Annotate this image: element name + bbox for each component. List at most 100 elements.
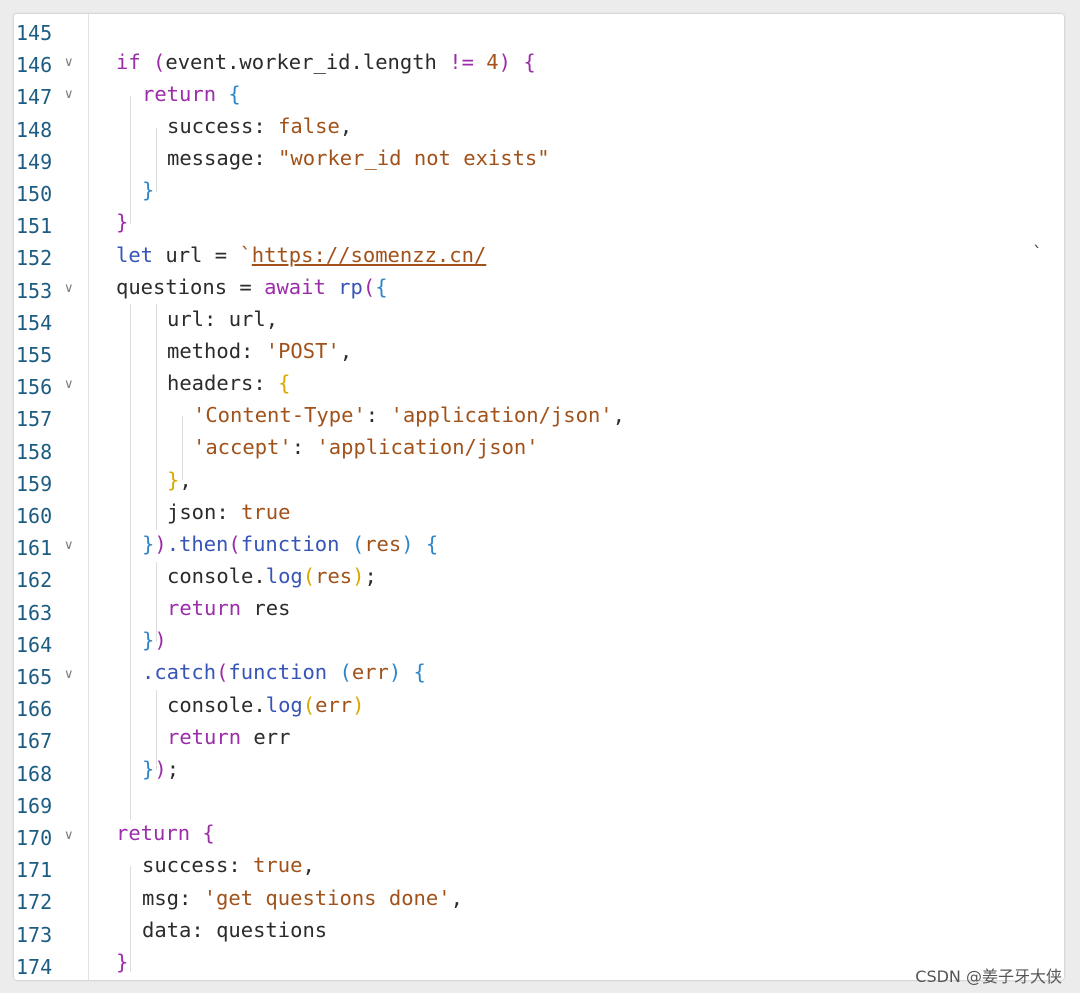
chevron-down-icon[interactable]: ∨ [64,667,74,682]
code-line-162[interactable]: console.log(res); [167,564,377,588]
code-line-158[interactable]: 'accept': 'application/json' [193,435,539,459]
line-number: 169 [16,793,53,818]
line-number: 174 [16,954,53,979]
semicolon: ; [364,564,377,588]
parameter: err [351,660,389,684]
code-line-161[interactable]: }).then(function (res) { [142,532,438,556]
code-line-149[interactable]: message: "worker_id not exists" [167,146,550,170]
line-number: 147 [16,85,53,110]
chevron-down-icon[interactable]: ∨ [64,828,74,843]
code-line-165[interactable]: .catch(function (err) { [142,660,426,684]
gutter-row: 166 [14,693,1064,725]
gutter-row: 168 [14,758,1064,790]
chevron-down-icon[interactable]: ∨ [64,87,74,103]
paren: ) [388,660,402,684]
keyword: await [264,275,326,299]
chevron-down-icon[interactable]: ∨ [64,538,74,554]
code-line-156[interactable]: headers: { [167,371,290,395]
string: 'POST' [265,339,340,363]
gutter-row: 173 [14,919,1064,951]
line-number: 151 [16,214,53,239]
gutter-row: 165∨ [14,661,1064,693]
function-name: rp [325,275,363,299]
code-line-170[interactable]: return { [116,821,215,845]
code-line-153[interactable]: questions = await rp({ [116,275,388,299]
paren: ( [302,693,316,717]
paren: ( [302,564,316,588]
code-line-150[interactable]: } [142,178,154,202]
assignment: url = [153,243,240,267]
paren: ) [352,693,365,717]
property-key: message: [167,146,279,170]
code-line-168[interactable]: }); [142,757,179,781]
code-line-164[interactable]: }) [142,628,167,652]
gutter-row: 158 [14,436,1064,468]
brace: { [523,50,536,74]
paren: ( [362,275,376,299]
gutter-row: 148 [14,114,1064,146]
code-line-167[interactable]: return err [167,725,290,749]
gutter-row: 145 [14,17,1064,49]
code-line-174[interactable]: } [116,950,128,974]
method-name: .then [166,532,229,556]
identifier: res [241,596,291,620]
code-line-152[interactable]: let url = `https://somenzz.cn/ [116,243,486,267]
line-number: 158 [16,439,53,464]
chevron-down-icon[interactable]: ∨ [64,280,74,296]
code-line-157[interactable]: 'Content-Type': 'application/json', [193,403,625,427]
code-line-171[interactable]: success: true, [142,853,315,877]
indent-guide [156,690,157,770]
line-number: 173 [16,922,53,947]
line-number: 170 [16,826,53,850]
code-line-155[interactable]: method: 'POST', [167,339,352,363]
boolean: true [241,500,291,524]
method-name: log [265,564,303,588]
gutter-row: 146∨ [14,49,1064,81]
gutter-row: 162 [14,564,1064,596]
identifier: err [241,725,291,749]
gutter-row: 159 [14,468,1064,500]
code-line-160[interactable]: json: true [167,500,290,524]
code-line-146[interactable]: if (event.worker_id.length != 4) { [116,50,536,74]
gutter-separator [88,14,89,980]
line-number: 150 [16,182,53,206]
parameter: res [364,532,402,556]
string: 'get questions done' [203,886,451,910]
chevron-down-icon[interactable]: ∨ [64,55,74,71]
code-line-154[interactable]: url: url, [167,307,278,331]
gutter-row: 150 [14,178,1064,210]
gutter-row: 147 ∨ [14,81,1064,113]
chevron-down-icon[interactable]: ∨ [64,377,74,393]
gutter-row: 172 [14,886,1064,918]
paren: ( [228,532,241,556]
property-key: method: [167,339,266,363]
line-number: 148 [16,117,53,142]
code-line-159[interactable]: }, [167,468,192,492]
code-line-172[interactable]: msg: 'get questions done', [142,886,463,910]
line-number: 145 [16,21,53,45]
property: url: url, [167,307,279,331]
boolean: true [253,853,303,877]
argument: err [315,693,353,717]
code-line-151[interactable]: } [116,210,128,234]
indent-guide [130,304,131,820]
property-key: headers: [167,371,279,395]
code-line-148[interactable]: success: false, [167,114,352,138]
url-link[interactable]: https://somenzz.cn/ [251,243,487,267]
line-number: 156 [16,375,53,400]
gutter-row: 151 [14,210,1064,242]
code-line-147[interactable]: return { [142,82,241,106]
paren: ) [154,757,167,781]
code-line-163[interactable]: return res [167,596,290,620]
gutter-row: 160 [14,500,1064,532]
colon: : [291,435,317,459]
property-key: success: [167,114,279,138]
line-number: 172 [16,890,53,915]
paren: ) [401,532,414,556]
colon: : [365,403,391,427]
code-line-173[interactable]: data: questions [142,918,327,942]
code-line-166[interactable]: console.log(err) [167,693,365,717]
line-number: 168 [16,761,53,786]
keyword: if [116,50,141,74]
